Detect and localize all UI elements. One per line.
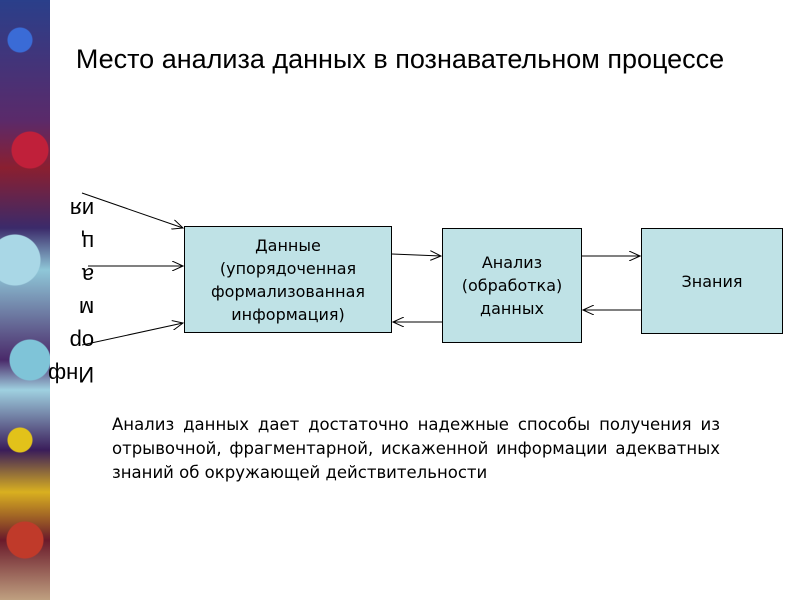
decorative-artwork-strip (0, 0, 50, 600)
input-arrow-3 (81, 323, 183, 346)
box-analysis-label: Анализ (обработка) данных (461, 253, 563, 318)
description-paragraph: Анализ данных дает достаточно надежные с… (112, 415, 720, 482)
slide-title: Место анализа данных в познавательном пр… (75, 44, 725, 74)
box-knowledge-label: Знания (681, 271, 743, 291)
input-arrow-1 (81, 192, 183, 228)
box-analysis: Анализ (обработка) данных (442, 228, 582, 343)
box-data-label: Данные (упорядоченная формализованная ин… (210, 235, 365, 324)
arrow-data-to-analysis (391, 254, 441, 256)
box-data: Данные (упорядоченная формализованная ин… (184, 226, 392, 333)
box-knowledge: Знания (641, 228, 783, 334)
